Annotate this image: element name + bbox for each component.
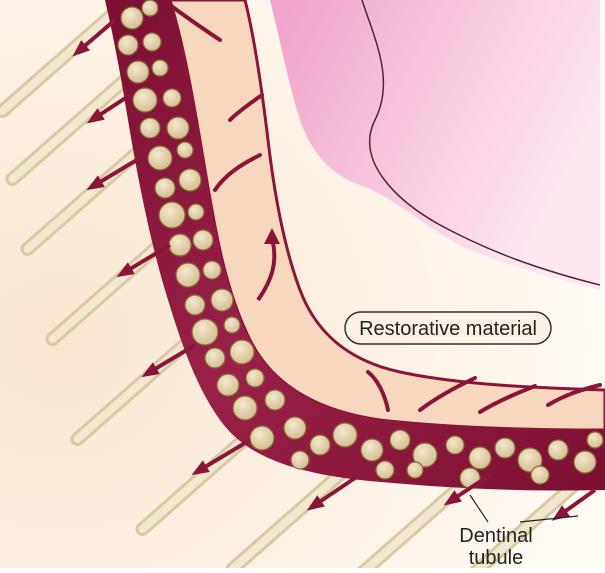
filler-particle — [233, 396, 257, 420]
filler-particle — [179, 169, 201, 191]
filler-particle — [291, 451, 309, 469]
filler-particle — [192, 319, 218, 345]
filler-particle — [142, 0, 158, 16]
filler-particle — [155, 178, 175, 198]
filler-particle — [495, 438, 515, 458]
filler-particle — [167, 117, 189, 139]
filler-particle — [159, 202, 185, 228]
dentinal-tubule-label-line2: tubule — [469, 547, 524, 568]
filler-particle — [587, 432, 603, 448]
filler-particle — [246, 369, 264, 387]
filler-particle — [143, 33, 161, 51]
filler-particle — [284, 417, 306, 439]
filler-particle — [203, 261, 221, 279]
filler-particle — [224, 317, 240, 333]
filler-particle — [446, 436, 464, 454]
filler-particle — [250, 426, 274, 450]
filler-particle — [310, 435, 330, 455]
filler-particle — [176, 263, 200, 287]
filler-particle — [217, 374, 239, 396]
filler-particle — [188, 204, 204, 220]
filler-particle — [548, 440, 568, 460]
filler-particle — [148, 146, 172, 170]
filler-particle — [230, 340, 254, 364]
filler-particle — [333, 423, 357, 447]
filler-particle — [407, 462, 423, 478]
filler-particle — [469, 447, 491, 469]
filler-particle — [185, 295, 205, 315]
dentinal-tubule-label-line1: Dentinal — [459, 525, 532, 547]
filler-particle — [127, 61, 149, 83]
filler-particle — [118, 35, 138, 55]
filler-particle — [205, 348, 225, 368]
filler-particle — [177, 142, 193, 158]
filler-particle — [133, 88, 157, 112]
filler-particle — [193, 230, 213, 250]
filler-particle — [574, 451, 596, 473]
filler-particle — [152, 60, 168, 76]
filler-particle — [121, 7, 143, 29]
filler-particle — [531, 466, 549, 484]
filler-particle — [376, 461, 394, 479]
filler-particle — [163, 89, 181, 107]
filler-particle — [140, 118, 160, 138]
filler-particle — [265, 390, 285, 410]
filler-particle — [211, 289, 233, 311]
filler-particle — [169, 234, 191, 256]
filler-particle — [390, 430, 410, 450]
restorative-material-label: Restorative material — [345, 312, 551, 344]
filler-particle — [361, 439, 383, 461]
restorative-material-label-text: Restorative material — [359, 318, 537, 340]
